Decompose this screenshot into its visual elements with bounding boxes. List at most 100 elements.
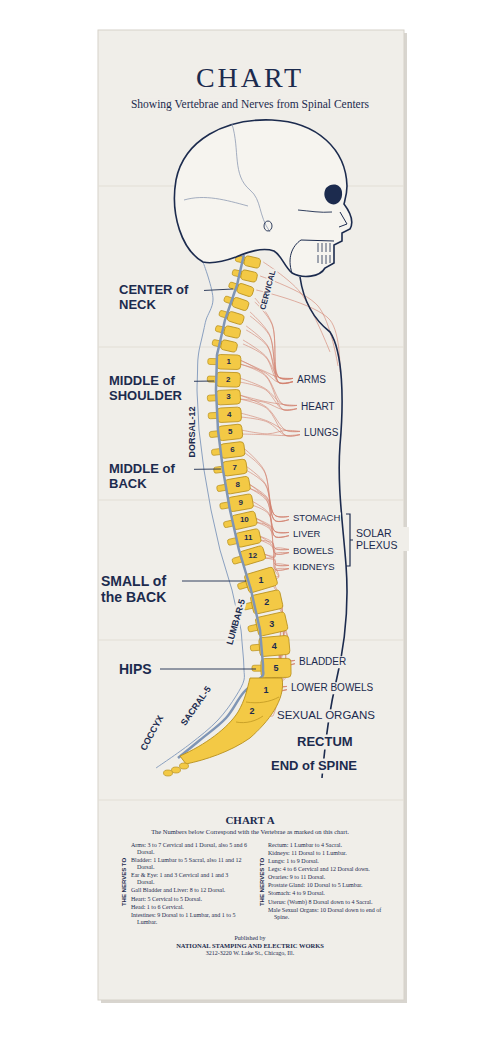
vertebra-number: 1 xyxy=(226,357,232,366)
vertebra-number: 4 xyxy=(226,410,232,419)
table-side-label: THE NERVES TO xyxy=(121,857,128,907)
table-entry: Rectum: 1 Lumbar to 4 Sacral. xyxy=(268,842,392,849)
vertebra-number: 2 xyxy=(225,375,231,384)
skull-suture xyxy=(184,198,248,206)
table-title: CHART A xyxy=(224,814,275,827)
vertebra xyxy=(211,441,246,459)
skull-outline xyxy=(174,120,351,277)
vertebra xyxy=(218,308,245,325)
vertebra xyxy=(213,459,248,478)
fold-creases xyxy=(98,186,404,800)
ear-canal xyxy=(264,221,272,231)
vertebra-number: 11 xyxy=(243,533,253,542)
nerve-line xyxy=(239,395,297,405)
vertebra-body xyxy=(217,354,241,369)
table-note: The Numbers below Correspond with the Ve… xyxy=(150,828,350,835)
organ-label: STOMACH xyxy=(292,513,341,524)
vertebra-number: 7 xyxy=(231,463,237,472)
table-entry: Ovaries: 9 to 11 Dorsal. xyxy=(268,874,392,881)
organ-label: LIVER xyxy=(292,529,321,540)
organ-label: RECTUM xyxy=(296,735,354,750)
vertebra-number: 3 xyxy=(225,393,231,402)
cheek-bone xyxy=(298,210,332,212)
nerve-line xyxy=(241,434,300,436)
table-entry: Bladder: 1 Lumbar to 5 Sacral, also 11 a… xyxy=(131,857,247,871)
organ-label: BLADDER xyxy=(298,656,347,668)
table-entry: Head: 1 to 6 Cervical. xyxy=(131,904,247,911)
vertebra-body xyxy=(231,297,249,312)
coccyx-segment xyxy=(180,763,189,769)
sacrum xyxy=(180,678,283,764)
vertebra xyxy=(222,511,257,532)
table-entry: Prostate Gland: 10 Dorsal to 5 Lumbar. xyxy=(268,882,392,889)
vertebra xyxy=(226,528,261,549)
vertebra xyxy=(252,658,291,677)
vertebra xyxy=(246,611,288,638)
group-label: SOLAR PLEXUS xyxy=(355,527,409,551)
vertebra-number: 8 xyxy=(234,481,240,490)
leader-line xyxy=(160,669,256,670)
vertebra-number: 5 xyxy=(272,663,279,673)
coccyx-segment xyxy=(164,770,173,776)
table-entry: Intestines: 9 Dorsal to 1 Lumbar, and 1 … xyxy=(131,912,247,926)
jaw-line xyxy=(290,240,334,273)
vertebra-body xyxy=(261,658,291,677)
organ-label: HEART xyxy=(300,401,336,413)
spine-group xyxy=(156,253,291,776)
skull-suture xyxy=(232,124,270,232)
vertebra xyxy=(216,476,251,496)
region-label: CENTER of NECK xyxy=(118,283,204,313)
nasal-bone xyxy=(339,212,347,227)
vertebra xyxy=(228,280,255,298)
table-entry: Arms: 3 to 7 Cervical and 1 Dorsal, also… xyxy=(131,842,247,856)
table-entry: Uterus: (Womb) 8 Dorsal down to 4 Sacral… xyxy=(268,899,392,906)
vertebra xyxy=(219,494,254,514)
vertebra-body xyxy=(216,372,240,387)
nerve-line xyxy=(241,430,300,434)
fold-crease xyxy=(98,640,404,641)
paper-sheet xyxy=(98,30,404,1000)
organ-label: BOWELS xyxy=(292,546,335,557)
publisher-line: 3212-3220 W. Lake St., Chicago, Ill. xyxy=(130,950,370,958)
vertebra-body xyxy=(217,407,242,423)
end-label: END of SPINE xyxy=(270,759,358,774)
table-entry: Ear & Eye: 1 and 3 Cervical and 1 and 3 … xyxy=(131,872,247,886)
nerve-line xyxy=(250,316,293,384)
table-entry: Lungs: 1 to 9 Dorsal. xyxy=(268,858,392,865)
nerve-line xyxy=(239,399,300,436)
vertebra-number: 6 xyxy=(229,445,235,454)
vertebra xyxy=(207,389,241,405)
vertebra-number: 1 xyxy=(262,685,269,695)
vertebra-number: 12 xyxy=(247,551,258,560)
region-label: SMALL of the BACK xyxy=(100,573,182,605)
vertebra xyxy=(207,372,240,387)
vertebra-number: 1 xyxy=(257,575,264,585)
nerve-line xyxy=(240,364,297,410)
body-front-outline xyxy=(300,277,347,778)
publisher-block: Published byNATIONAL STAMPING AND ELECTR… xyxy=(130,935,370,958)
fold-crease xyxy=(98,800,404,801)
vertebra-body xyxy=(225,476,251,494)
vertebra-number: 5 xyxy=(227,428,233,437)
group-bracket xyxy=(346,514,353,566)
teeth xyxy=(318,243,330,264)
vertebra xyxy=(208,407,242,423)
vertebra-body xyxy=(223,325,241,338)
vertebra xyxy=(241,589,283,616)
table-entry: Heart: 5 Cervical to 5 Dorsal. xyxy=(131,896,247,903)
vertebra-body xyxy=(240,269,258,282)
publisher-line: Published by xyxy=(130,935,370,943)
spine-section-label: DORSAL-12 xyxy=(187,405,197,458)
table-entry: Kidneys: 11 Dorsal to 1 Lumbar. xyxy=(268,850,392,857)
table-column: Arms: 3 to 7 Cervical and 1 Dorsal, also… xyxy=(131,842,247,927)
nerve-line xyxy=(240,413,300,431)
nerve-line xyxy=(240,417,300,436)
region-label: MIDDLE of SHOULDER xyxy=(108,374,194,404)
vertebra xyxy=(231,267,258,282)
vertebra-body xyxy=(228,494,254,512)
vertebra-body xyxy=(216,389,241,405)
publisher-line: NATIONAL STAMPING AND ELECTRIC WORKS xyxy=(130,942,370,950)
region-label: MIDDLE of BACK xyxy=(108,462,194,492)
